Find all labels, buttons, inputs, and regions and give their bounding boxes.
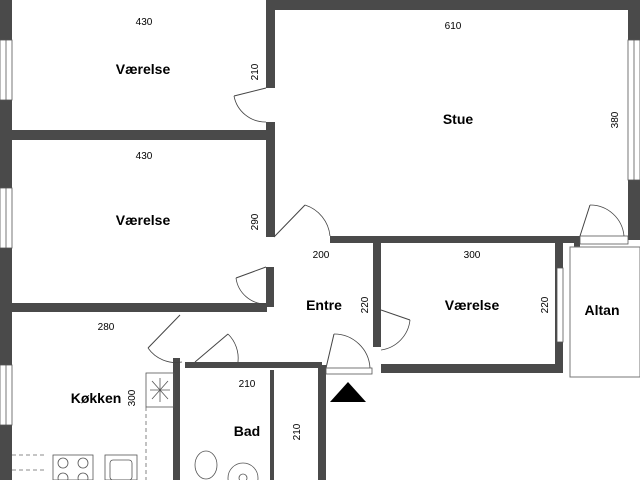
ventilation-icon xyxy=(145,372,175,408)
toilet-icon xyxy=(194,450,218,480)
room-label-vaerelse-mid: Værelse xyxy=(116,212,171,228)
dimension-label: 610 xyxy=(445,21,462,32)
washbasin-icon xyxy=(227,462,259,480)
bath-fixtures xyxy=(194,450,259,480)
dimension-label: 200 xyxy=(313,250,330,261)
dimension-label: 380 xyxy=(610,111,621,128)
dimension-label: 220 xyxy=(360,296,371,313)
room-label-vaerelse-top: Værelse xyxy=(116,61,171,77)
dimension-label: 210 xyxy=(239,379,256,390)
dimension-label: 210 xyxy=(250,63,261,80)
room-label-entre: Entre xyxy=(306,297,342,313)
dimension-labels: 430 210 610 380 430 290 200 220 300 220 … xyxy=(98,17,621,440)
window xyxy=(556,267,564,343)
stove-icon xyxy=(52,454,94,480)
dimension-label: 430 xyxy=(136,17,153,28)
dimension-label: 300 xyxy=(464,250,481,261)
dimension-label: 280 xyxy=(98,322,115,333)
windows xyxy=(0,39,640,426)
room-label-stue: Stue xyxy=(443,111,474,127)
dimension-label: 430 xyxy=(136,151,153,162)
room-label-vaerelse-right: Værelse xyxy=(445,297,500,313)
dimension-label: 300 xyxy=(127,389,138,406)
dimension-label: 210 xyxy=(292,423,303,440)
room-label-altan: Altan xyxy=(585,302,620,318)
entrance-triangle-icon xyxy=(330,382,366,402)
room-label-bad: Bad xyxy=(234,423,260,439)
room-label-kokken: Køkken xyxy=(71,390,122,406)
room-labels: Værelse Stue Værelse Entre Værelse Altan… xyxy=(71,61,620,439)
dimension-label: 220 xyxy=(540,296,551,313)
doors xyxy=(147,87,625,375)
kitchen-fixtures xyxy=(12,372,175,480)
dimension-label: 290 xyxy=(250,213,261,230)
sink-icon xyxy=(104,454,138,480)
altan-balcony xyxy=(569,235,640,378)
